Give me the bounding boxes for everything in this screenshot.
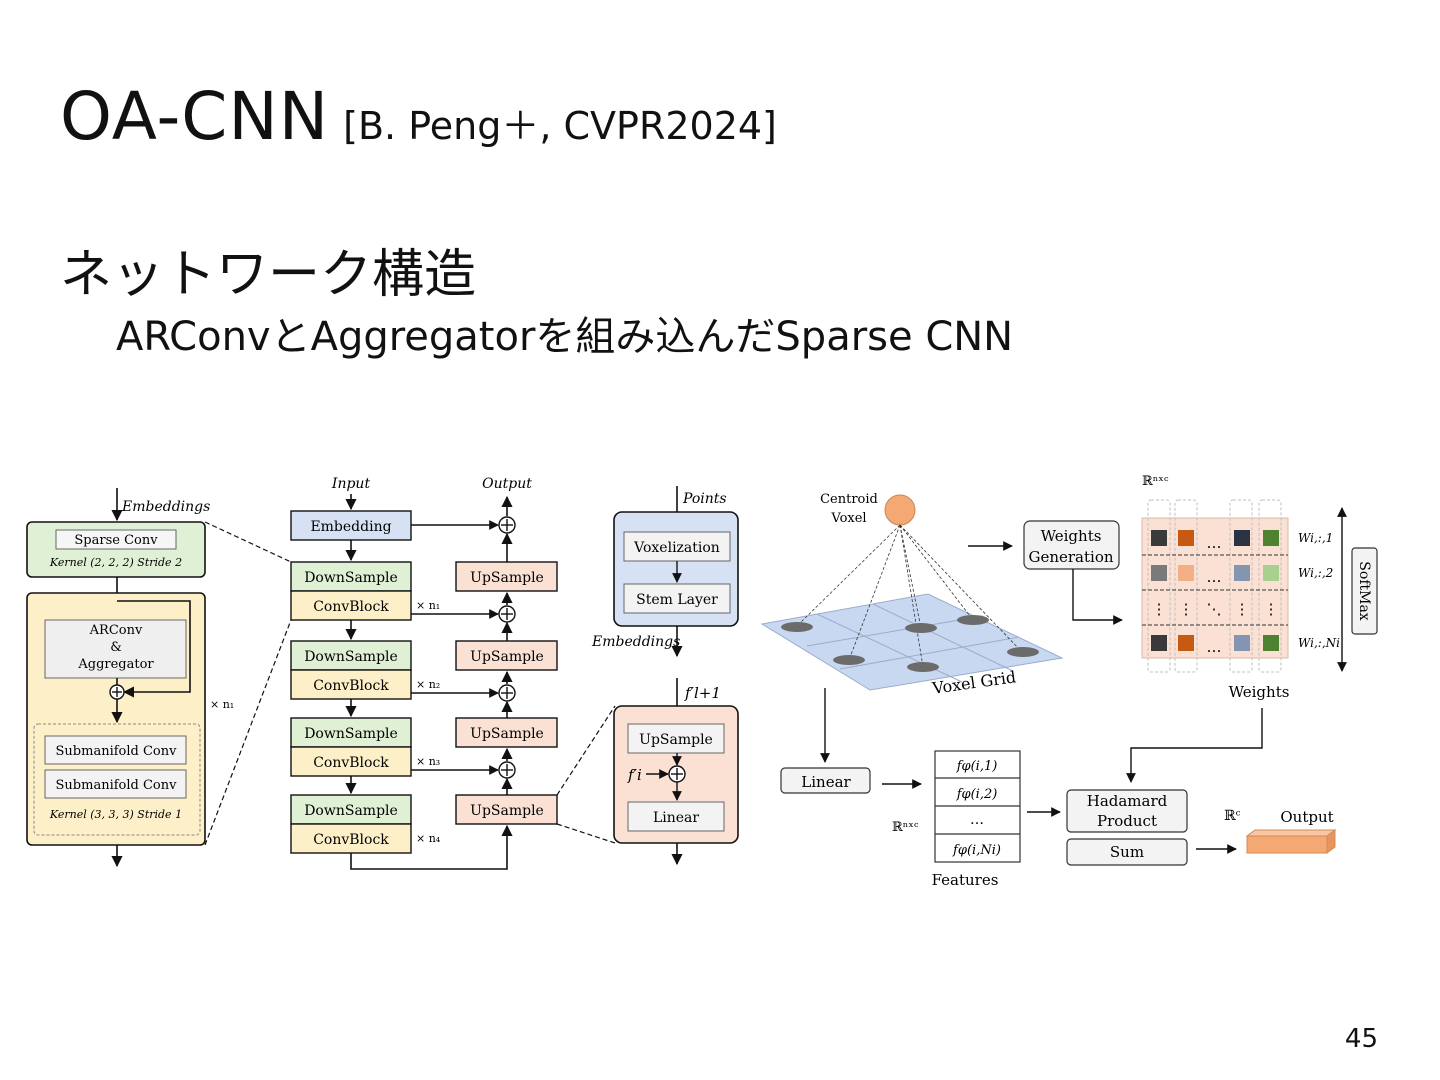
feature-1: fφ(i,1) xyxy=(956,759,998,774)
aggregator-panel: Centroid Voxel Voxel Grid xyxy=(760,474,1378,889)
downsample-label-1: DownSample xyxy=(304,570,398,586)
upsample-label-3: UpSample xyxy=(470,726,544,742)
section-subheading: ARConvとAggregatorを組み込んだSparse CNN xyxy=(116,314,1014,360)
arconv-label-1: ARConv xyxy=(89,623,143,638)
sum-block xyxy=(1066,838,1188,866)
hadamard-label-2: Product xyxy=(1097,812,1157,830)
voxel-grid-plane xyxy=(760,593,1064,691)
section-heading: ネットワーク構造 xyxy=(60,245,477,305)
downsample-label-2: DownSample xyxy=(304,649,398,665)
output-label: Output xyxy=(482,476,532,492)
upsample-label-1: UpSample xyxy=(470,570,544,586)
vdots-3: ⋮ xyxy=(1235,600,1250,618)
weights-gen-label-2: Generation xyxy=(1028,548,1113,566)
rnc-label: ℝⁿˣᶜ xyxy=(1142,474,1169,489)
stem-layer-label: Stem Layer xyxy=(636,592,718,608)
softmax-label: SoftMax xyxy=(1356,561,1372,621)
embeddings-label: Embeddings xyxy=(121,499,210,515)
linear-block xyxy=(780,767,871,794)
upsample-detail-panel: f′l+1 UpSample f′i Linear xyxy=(613,678,739,866)
citation: [B. Peng＋, CVPR2024] xyxy=(343,104,777,148)
upsample-label-4: UpSample xyxy=(470,803,544,819)
convblock-label-4: ConvBlock xyxy=(313,832,389,848)
centroid-voxel-circle xyxy=(884,494,916,526)
output-feature-label: Output xyxy=(1280,808,1333,826)
stem-panel: Points Voxelization Stem Layer Embedding… xyxy=(591,486,739,658)
linear-detail-label: Linear xyxy=(653,810,699,826)
centroid-label-2: Voxel xyxy=(830,511,866,526)
vdots-4: ⋮ xyxy=(1264,600,1279,618)
downsample-label-3: DownSample xyxy=(304,726,398,742)
slide-title: OA-CNN xyxy=(60,78,330,155)
convblock-label-1: ConvBlock xyxy=(313,599,389,615)
rc-label: ℝᶜ xyxy=(1224,808,1241,824)
block-detail-panel: Embeddings Sparse Conv Kernel (2, 2, 2) … xyxy=(26,488,292,868)
arconv-label-2: & xyxy=(110,640,122,655)
w1-label: Wi,:,1 xyxy=(1298,531,1333,545)
submanifold-conv-label-1: Submanifold Conv xyxy=(56,744,178,759)
linear-label: Linear xyxy=(801,773,851,791)
upsample-detail-label: UpSample xyxy=(639,732,713,748)
ellipsis-1: … xyxy=(1207,534,1222,552)
sparse-conv-label: Sparse Conv xyxy=(74,533,158,548)
weights-gen-label-1: Weights xyxy=(1041,527,1102,545)
convblock-label-2: ConvBlock xyxy=(313,678,389,694)
vdots-2: ⋮ xyxy=(1179,600,1194,618)
repeat-n2: × n₂ xyxy=(416,678,440,691)
repeat-n4: × n₄ xyxy=(416,832,441,845)
w2-label: Wi,:,2 xyxy=(1298,566,1333,580)
feature-dots: … xyxy=(970,812,984,828)
upsample-label-2: UpSample xyxy=(470,649,544,665)
repeat-n1: × n₁ xyxy=(416,599,440,612)
feature-2: fφ(i,2) xyxy=(956,787,998,802)
stem-embeddings-label: Embeddings xyxy=(591,634,680,650)
downsample-label-4: DownSample xyxy=(304,803,398,819)
submanifold-params: Kernel (3, 3, 3) Stride 1 xyxy=(49,808,182,821)
hadamard-label-1: Hadamard xyxy=(1087,792,1168,810)
vdots-1: ⋮ xyxy=(1152,600,1167,618)
ellipsis-2: … xyxy=(1207,568,1222,586)
points-label: Points xyxy=(682,491,727,507)
sparse-conv-params: Kernel (2, 2, 2) Stride 2 xyxy=(49,556,182,569)
arconv-label-3: Aggregator xyxy=(77,657,154,672)
rnc2-label: ℝⁿˣᶜ xyxy=(892,820,919,835)
hadamard-product-block xyxy=(1066,789,1188,833)
weights-label: Weights xyxy=(1229,683,1290,701)
page-number: 45 xyxy=(1344,1024,1378,1054)
submanifold-conv-label-2: Submanifold Conv xyxy=(56,778,178,793)
voxelization-label: Voxelization xyxy=(633,540,720,556)
unet-panel: Input Output Embedding DownSample ConvBl… xyxy=(290,476,616,870)
f-next-label: f′l+1 xyxy=(684,684,721,702)
wn-label: Wi,:,Ni xyxy=(1298,636,1340,650)
embedding-label: Embedding xyxy=(310,519,391,535)
softmax-block xyxy=(1351,547,1378,635)
feature-n: fφ(i,Ni) xyxy=(952,843,1001,858)
features-label: Features xyxy=(932,871,999,889)
sum-label: Sum xyxy=(1110,843,1144,861)
repeat-n1-label: × n₁ xyxy=(210,698,234,711)
input-label: Input xyxy=(331,476,371,492)
ddots: ⋱ xyxy=(1207,600,1222,618)
repeat-n3: × n₃ xyxy=(416,755,440,768)
output-vector-bar xyxy=(1246,835,1328,854)
weights-generation-block xyxy=(1023,520,1120,570)
network-architecture-figure: Embeddings Sparse Conv Kernel (2, 2, 2) … xyxy=(26,474,1378,889)
centroid-label-1: Centroid xyxy=(820,492,878,507)
f-i-label: f′i xyxy=(627,766,642,784)
slide-title-row: OA-CNN [B. Peng＋, CVPR2024] xyxy=(60,78,777,155)
ellipsis-3: … xyxy=(1207,638,1222,656)
convblock-label-3: ConvBlock xyxy=(313,755,389,771)
